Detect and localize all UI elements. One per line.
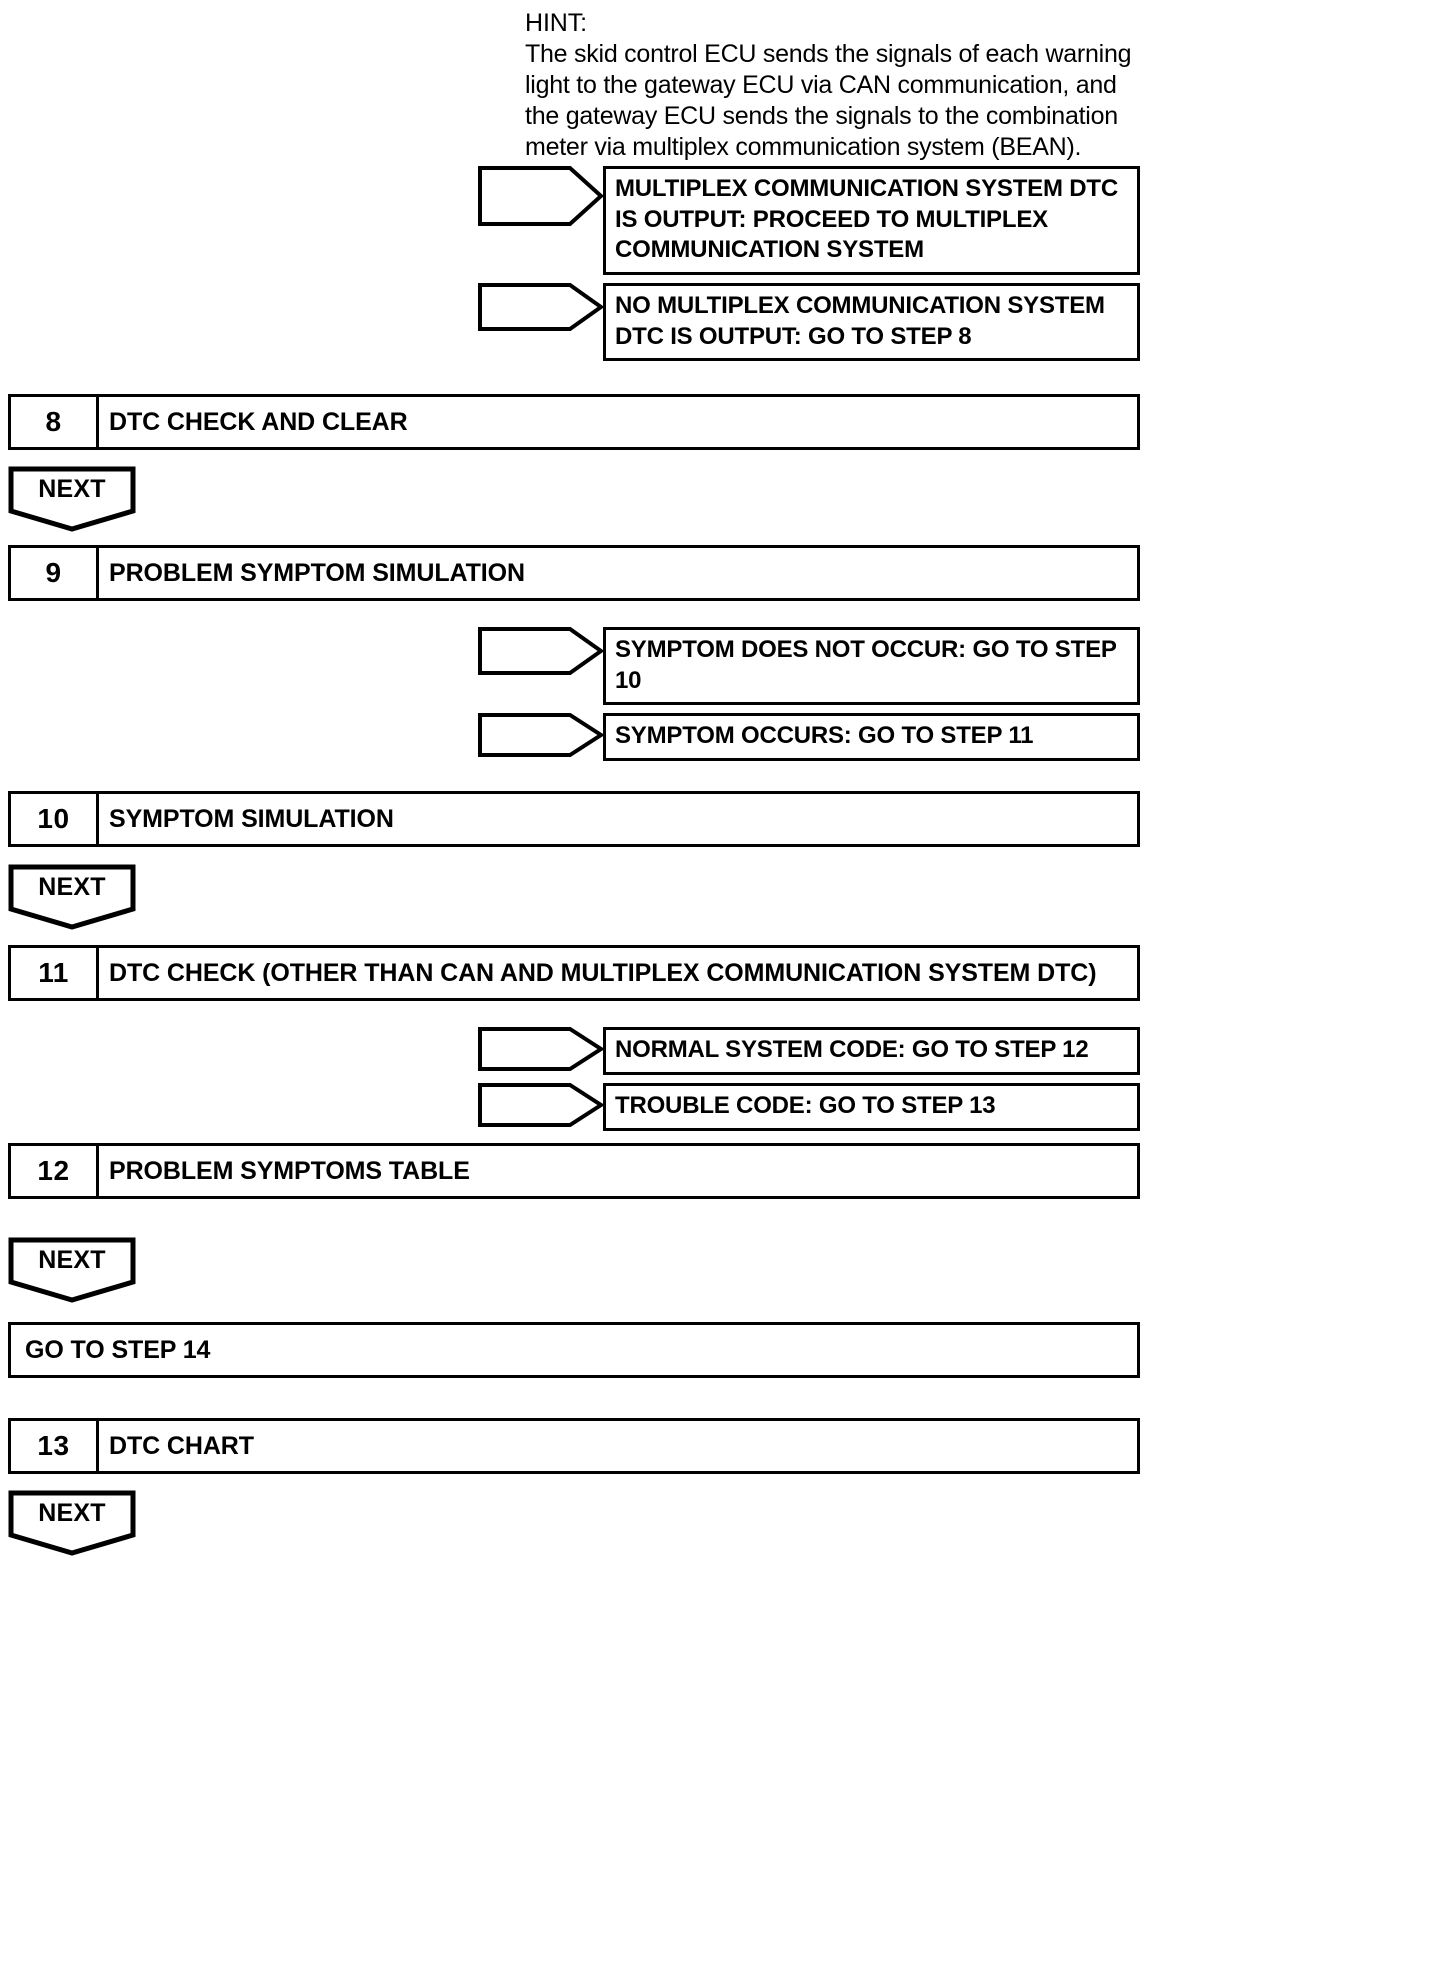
callout-line: 10 bbox=[615, 666, 642, 694]
step-title: DTC CHECK (OTHER THAN CAN AND MULTIPLEX … bbox=[109, 958, 1097, 987]
step-title: DTC CHART bbox=[109, 1431, 254, 1460]
callout-trouble-code: TROUBLE CODE: GO TO STEP 13 bbox=[478, 1083, 1140, 1131]
step-row-13[interactable]: 13 DTC CHART bbox=[8, 1418, 1140, 1474]
callout-symptom-does-not-occur: SYMPTOM DOES NOT OCCUR: GO TO STEP 10 bbox=[478, 627, 1140, 705]
step-row-10[interactable]: 10 SYMPTOM SIMULATION bbox=[8, 791, 1140, 847]
callout-no-multiplex-dtc-output: NO MULTIPLEX COMMUNICATION SYSTEM DTC IS… bbox=[478, 283, 1140, 361]
step-row-8[interactable]: 8 DTC CHECK AND CLEAR bbox=[8, 394, 1140, 450]
callout-line: SYMPTOM DOES NOT OCCUR: GO TO STEP bbox=[615, 636, 1117, 663]
hint-label: HINT: bbox=[525, 9, 588, 37]
step-number: 9 bbox=[11, 548, 99, 598]
step-title: SYMPTOM SIMULATION bbox=[109, 804, 394, 833]
step-title: PROBLEM SYMPTOM SIMULATION bbox=[109, 558, 525, 587]
callout-text-box: MULTIPLEX COMMUNICATION SYSTEM DTC IS OU… bbox=[603, 166, 1140, 275]
callout-line: IS OUTPUT: PROCEED TO MULTIPLEX bbox=[615, 205, 1048, 233]
callout-text-box: TROUBLE CODE: GO TO STEP 13 bbox=[603, 1083, 1140, 1131]
arrow-pointer-icon bbox=[478, 627, 603, 675]
hint-block: HINT: The skid control ECU sends the sig… bbox=[525, 8, 1145, 163]
callout-text-box: SYMPTOM OCCURS: GO TO STEP 11 bbox=[603, 713, 1140, 761]
arrow-pointer-icon bbox=[478, 713, 603, 757]
arrow-pointer-icon bbox=[478, 1027, 603, 1071]
next-connector: NEXT bbox=[8, 1490, 136, 1556]
callout-text-box: NO MULTIPLEX COMMUNICATION SYSTEM DTC IS… bbox=[603, 283, 1140, 361]
go-to-step-14-row[interactable]: GO TO STEP 14 bbox=[8, 1322, 1140, 1378]
callout-line: SYMPTOM OCCURS: GO TO STEP 11 bbox=[615, 722, 1034, 749]
step-number: 10 bbox=[11, 794, 99, 844]
step-number: 11 bbox=[11, 948, 99, 998]
step-number: 8 bbox=[11, 397, 99, 447]
callout-symptom-occurs: SYMPTOM OCCURS: GO TO STEP 11 bbox=[478, 713, 1140, 761]
callout-multiplex-dtc-output: MULTIPLEX COMMUNICATION SYSTEM DTC IS OU… bbox=[478, 166, 1140, 275]
next-connector: NEXT bbox=[8, 1237, 136, 1303]
arrow-pointer-icon bbox=[478, 283, 603, 331]
step-row-9[interactable]: 9 PROBLEM SYMPTOM SIMULATION bbox=[8, 545, 1140, 601]
next-connector: NEXT bbox=[8, 864, 136, 930]
callout-line: NO MULTIPLEX COMMUNICATION SYSTEM bbox=[615, 292, 1105, 319]
callout-normal-system-code: NORMAL SYSTEM CODE: GO TO STEP 12 bbox=[478, 1027, 1140, 1075]
callout-line: NORMAL SYSTEM CODE: GO TO STEP 12 bbox=[615, 1036, 1089, 1063]
step-title: PROBLEM SYMPTOMS TABLE bbox=[109, 1156, 470, 1185]
step-row-11[interactable]: 11 DTC CHECK (OTHER THAN CAN AND MULTIPL… bbox=[8, 945, 1140, 1001]
hint-text: The skid control ECU sends the signals o… bbox=[525, 40, 1138, 161]
step-title: DTC CHECK AND CLEAR bbox=[109, 407, 408, 436]
callout-line: MULTIPLEX COMMUNICATION SYSTEM DTC bbox=[615, 175, 1118, 202]
step-number: 13 bbox=[11, 1421, 99, 1471]
callout-line: DTC IS OUTPUT: GO TO STEP 8 bbox=[615, 322, 972, 350]
callout-line: COMMUNICATION SYSTEM bbox=[615, 236, 924, 263]
callout-line: TROUBLE CODE: GO TO STEP 13 bbox=[615, 1092, 996, 1119]
arrow-pointer-icon bbox=[478, 1083, 603, 1127]
arrow-pointer-icon bbox=[478, 166, 603, 226]
step-row-12[interactable]: 12 PROBLEM SYMPTOMS TABLE bbox=[8, 1143, 1140, 1199]
step-number: 12 bbox=[11, 1146, 99, 1196]
callout-text-box: NORMAL SYSTEM CODE: GO TO STEP 12 bbox=[603, 1027, 1140, 1075]
next-connector: NEXT bbox=[8, 466, 136, 532]
callout-text-box: SYMPTOM DOES NOT OCCUR: GO TO STEP 10 bbox=[603, 627, 1140, 705]
